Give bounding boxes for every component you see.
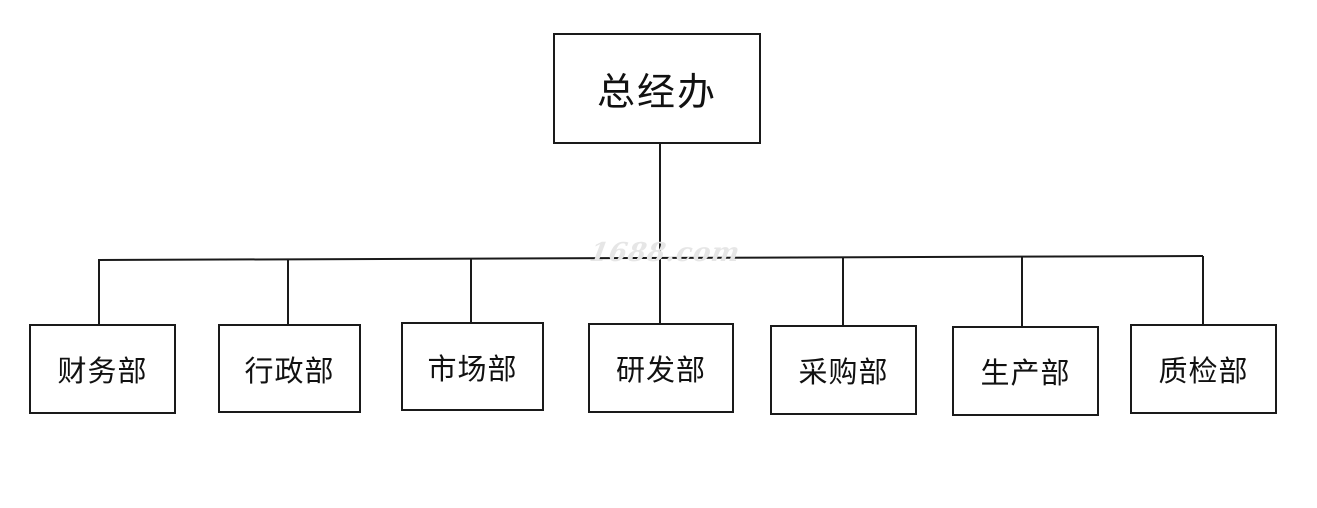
dept-node-label: 财务部 xyxy=(57,354,148,388)
dept-node-production: 生产部 xyxy=(952,326,1099,416)
watermark-text: 1688.com xyxy=(587,238,743,268)
dept-node-marketing: 市场部 xyxy=(401,322,544,411)
dept-node-quality-inspection: 质检部 xyxy=(1130,324,1277,414)
root-node-general-office: 总经办 xyxy=(553,33,761,144)
dept-node-label: 采购部 xyxy=(798,355,889,389)
dept-node-rnd: 研发部 xyxy=(588,323,734,413)
dept-node-label: 生产部 xyxy=(980,356,1071,390)
dept-node-label: 市场部 xyxy=(427,351,518,386)
dept-node-label: 质检部 xyxy=(1158,354,1249,388)
dept-node-procurement: 采购部 xyxy=(770,325,917,415)
dept-node-label: 行政部 xyxy=(244,353,335,388)
horizontal-bus-line xyxy=(98,255,1204,261)
dept-node-label: 研发部 xyxy=(615,353,706,387)
dept-node-administration: 行政部 xyxy=(218,324,361,413)
dept-node-finance: 财务部 xyxy=(29,324,176,414)
root-node-label: 总经办 xyxy=(596,70,717,114)
